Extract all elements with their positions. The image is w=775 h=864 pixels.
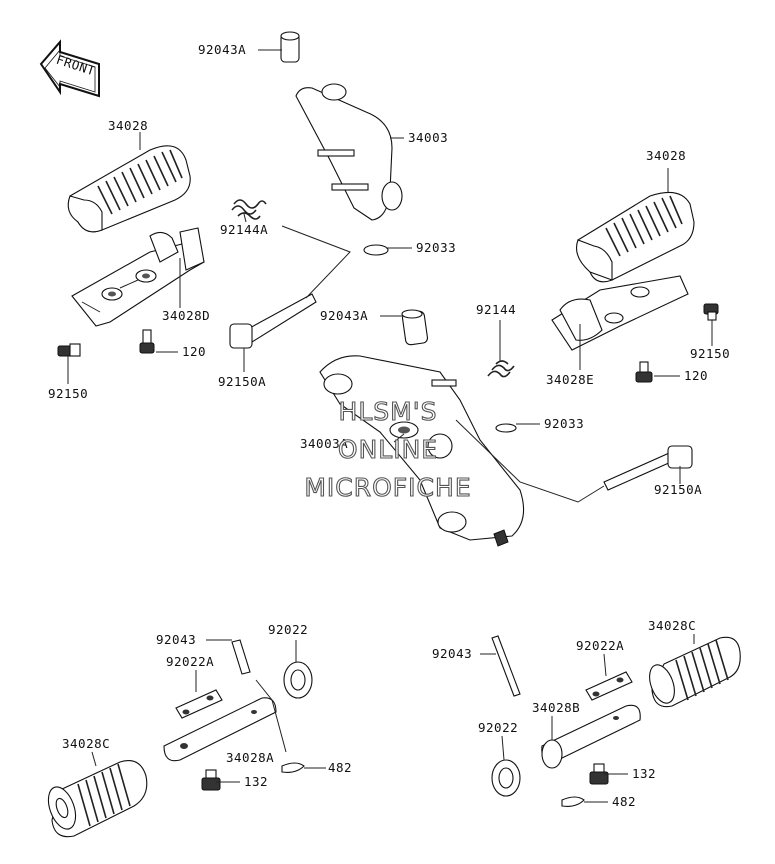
leader-lines [67,49,713,803]
watermark-line-2: ONLINE [338,435,438,464]
washer-92022-left [283,661,313,699]
bolt-132-right [589,763,609,785]
label-482-left: 482 [328,760,352,775]
bolt-120-left [139,329,155,354]
label-92150-left: 92150 [48,386,88,401]
front-arrow-badge: FRONT [39,39,100,98]
bolt-92150A-left [229,293,317,349]
label-92022A-right: 92022A [576,638,624,653]
label-34028E: 34028E [546,372,594,387]
pin-92043A-mid [401,309,429,346]
label-34028A: 34028A [226,750,274,765]
washer-92022-right [491,759,521,797]
footpeg-rubber-34028C-left [47,760,148,838]
label-92043A-top: 92043A [198,42,246,57]
bracket-34003A [319,355,525,547]
label-92150A-left: 92150A [218,374,266,389]
bracket-34003 [280,31,403,256]
label-92033-top: 92033 [416,240,456,255]
clip-482-right [561,796,585,807]
label-120-right: 120 [684,368,708,383]
label-92043A-mid: 92043A [320,308,368,323]
plate-92022A-left [175,689,223,719]
label-92022A-left: 92022A [166,654,214,669]
watermark: HLSM'S ONLINE MICROFICHE [304,396,471,502]
footpeg-rubber-34028C-right [649,636,741,708]
fitting-92150-right [703,303,719,321]
label-92043-right: 92043 [432,646,472,661]
footpeg-34028B [541,704,641,769]
bolt-132-left [201,769,221,791]
label-92144A: 92144A [220,222,268,237]
watermark-line-1: HLSM'S [339,397,438,426]
label-92150-right: 92150 [690,346,730,361]
label-34028-left: 34028 [108,118,148,133]
footpeg-34028D [71,227,205,327]
bolt-120-right [635,361,653,383]
pin-92043-left [231,639,251,675]
label-92144: 92144 [476,302,516,317]
label-34028B: 34028B [532,700,580,715]
footpeg-rubber-left [67,145,191,233]
label-92043-left: 92043 [156,632,196,647]
spring-92144 [487,360,515,378]
watermark-line-3: MICROFICHE [304,473,471,502]
label-92033-mid: 92033 [544,416,584,431]
spring-92144A [231,199,267,220]
footpeg-34028A [163,697,277,762]
plate-92022A-right [585,671,633,701]
label-132-right: 132 [632,766,656,781]
label-34028C-right: 34028C [648,618,696,633]
label-92022-left: 92022 [268,622,308,637]
fitting-92150-left [57,343,81,357]
label-482-right: 482 [612,794,636,809]
label-132-left: 132 [244,774,268,789]
label-92022-right: 92022 [478,720,518,735]
label-34028-right: 34028 [646,148,686,163]
label-34028C-left: 34028C [62,736,110,751]
label-34003A: 34003A [300,436,348,451]
label-34028D: 34028D [162,308,210,323]
label-92150A-right: 92150A [654,482,702,497]
clip-482-left [281,762,305,773]
label-120-left: 120 [182,344,206,359]
footpeg-rubber-right [575,191,695,283]
pin-92043-right [491,635,521,697]
footpeg-34028E [551,275,689,351]
label-34003: 34003 [408,130,448,145]
